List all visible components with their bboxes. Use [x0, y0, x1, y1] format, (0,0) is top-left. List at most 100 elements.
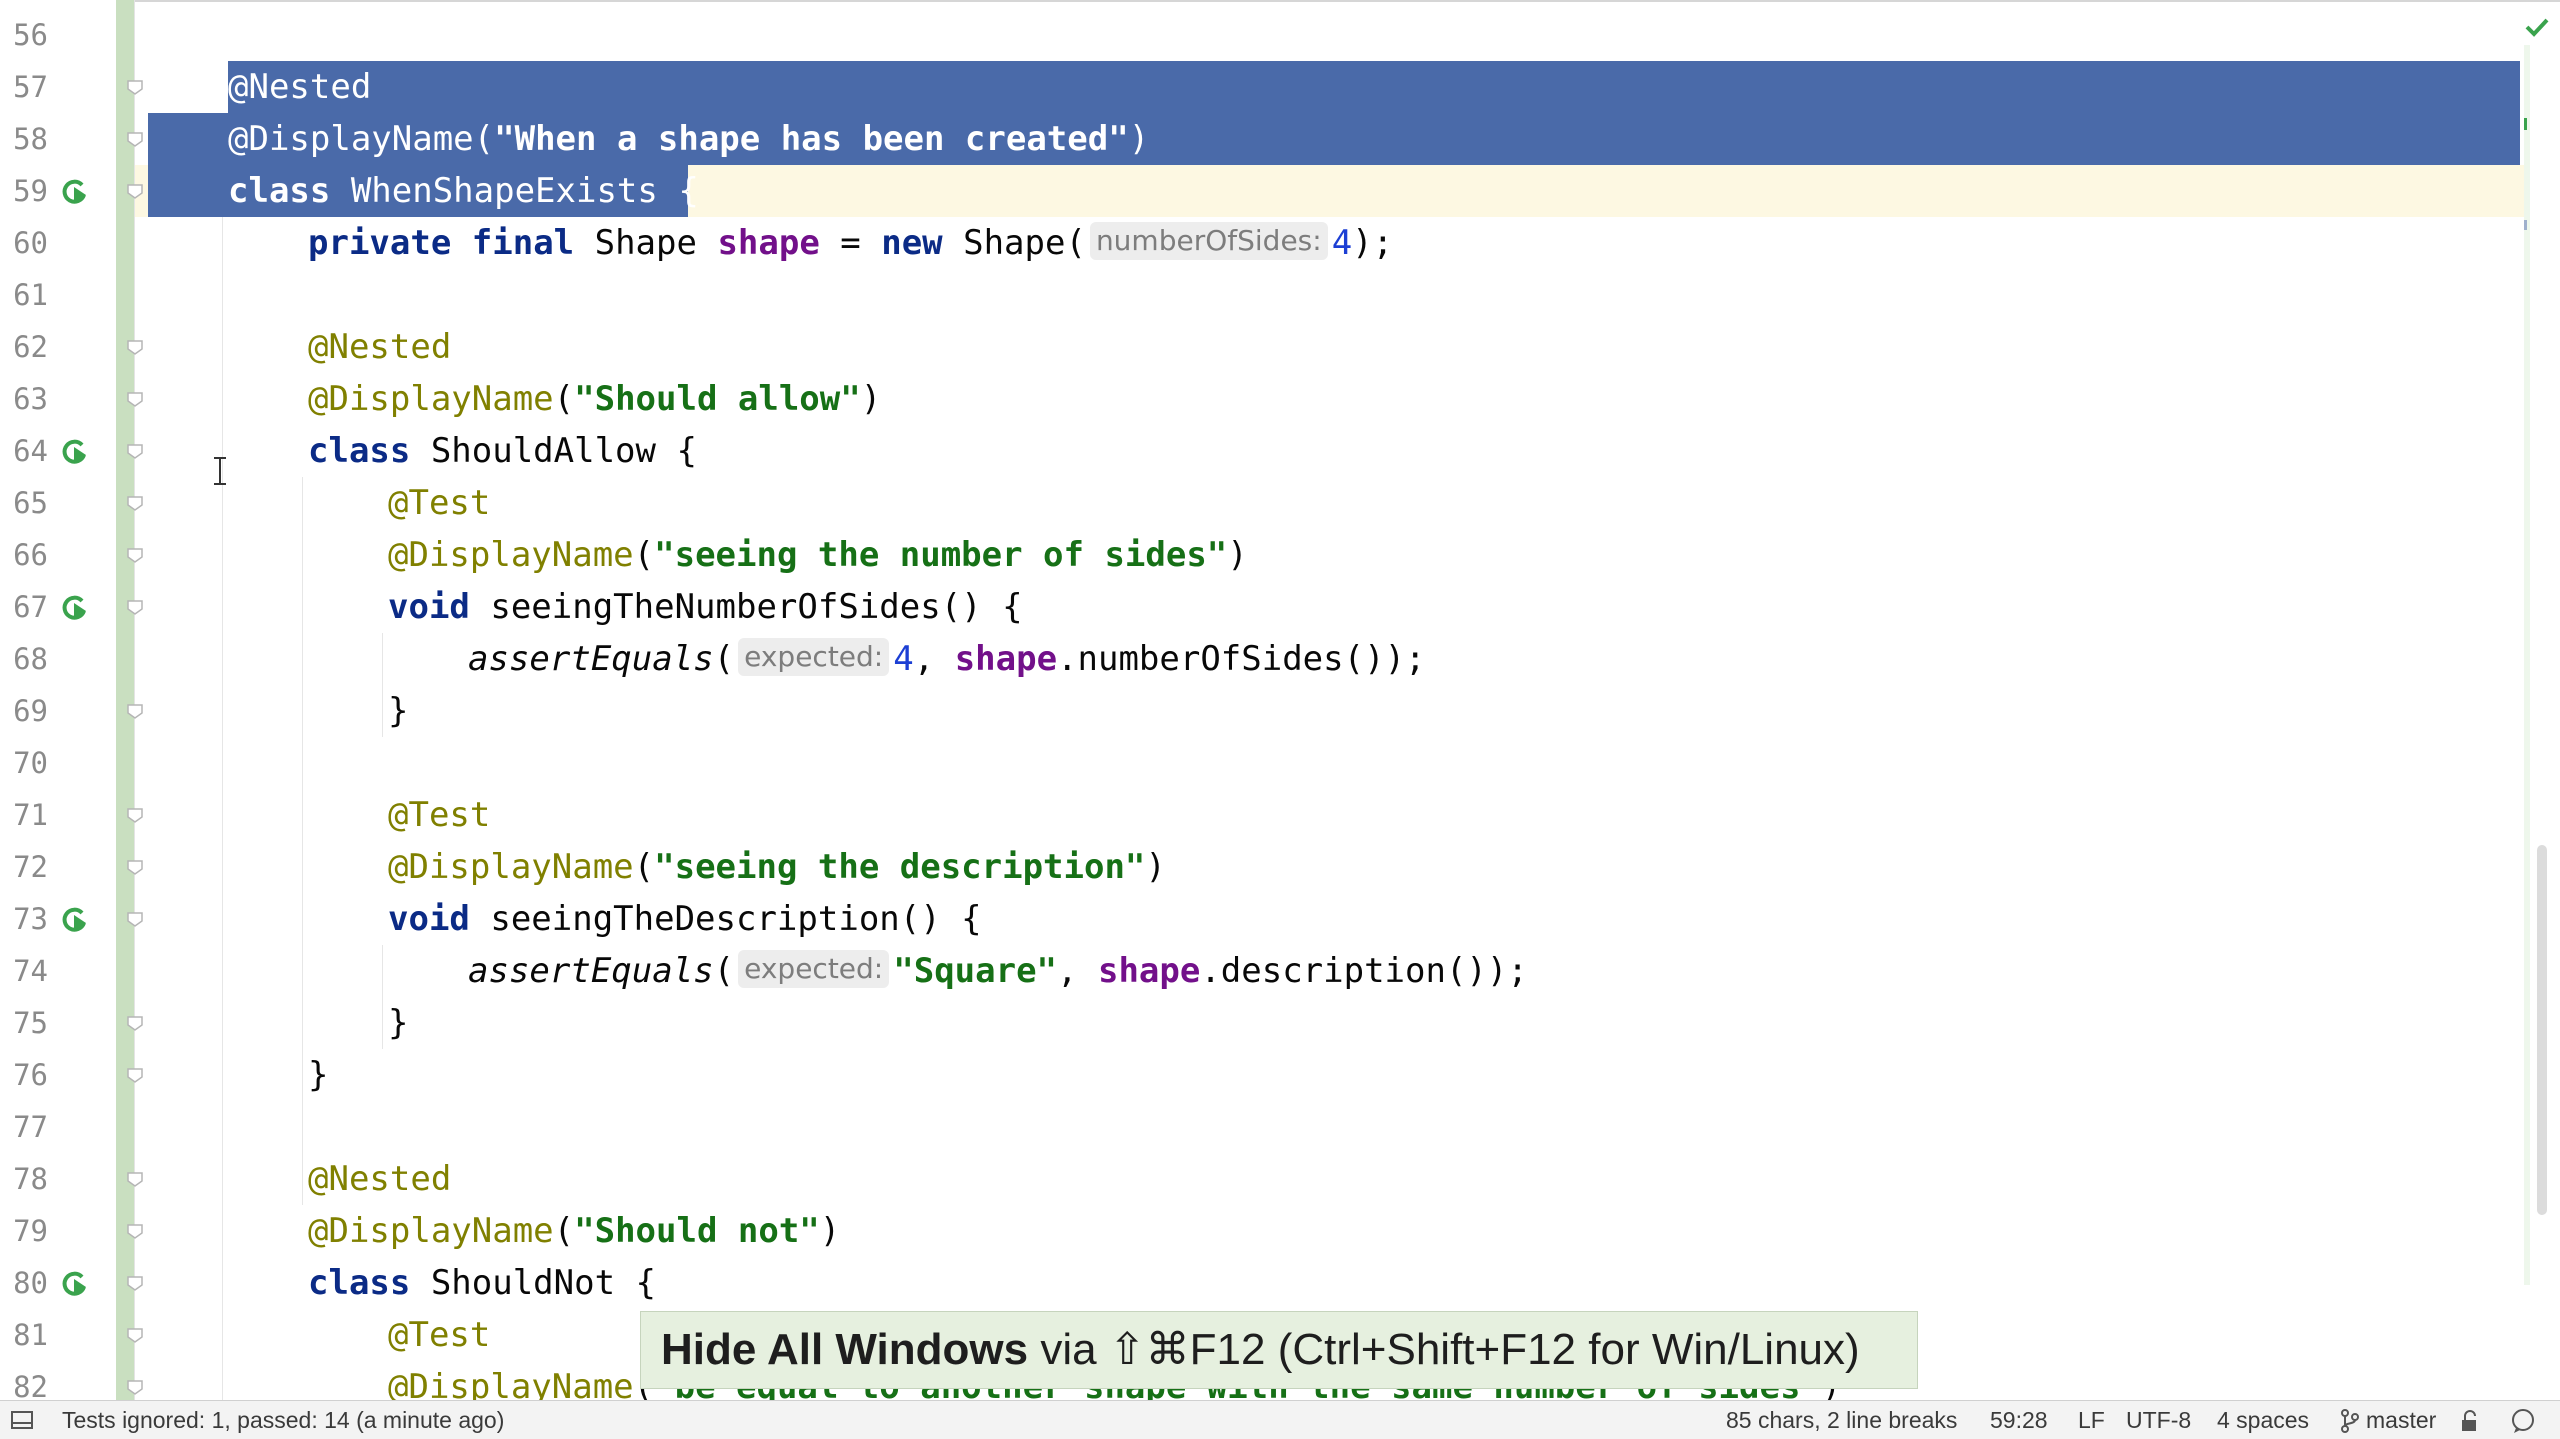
fold-marker-icon[interactable]	[126, 1015, 144, 1031]
code-text[interactable]: void seeingTheDescription() {	[388, 893, 982, 945]
line-number[interactable]: 61	[13, 278, 48, 312]
code-line[interactable]: 61	[0, 269, 2560, 321]
code-line[interactable]: 78 @Nested	[0, 1153, 2560, 1205]
code-text[interactable]: class ShouldAllow {	[308, 425, 697, 477]
fold-marker-icon[interactable]	[126, 1223, 144, 1239]
fold-marker-icon[interactable]	[126, 1379, 144, 1395]
code-text[interactable]: assertEquals(expected:"Square", shape.de…	[468, 945, 1528, 997]
vertical-scrollbar[interactable]	[2537, 845, 2547, 1215]
fold-marker-icon[interactable]	[126, 183, 144, 199]
code-text[interactable]: @DisplayName("When a shape has been crea…	[228, 113, 1149, 165]
code-text[interactable]: private final Shape shape = new Shape(nu…	[308, 217, 1393, 269]
code-line[interactable]: 74 assertEquals(expected:"Square", shape.…	[0, 945, 2560, 997]
line-number[interactable]: 70	[13, 746, 48, 780]
code-text[interactable]: @DisplayName("Should allow")	[308, 373, 881, 425]
fold-marker-icon[interactable]	[126, 911, 144, 927]
code-line[interactable]: 77	[0, 1101, 2560, 1153]
line-number[interactable]: 77	[13, 1110, 48, 1144]
error-stripe-mark[interactable]	[2524, 220, 2527, 230]
code-line[interactable]: 79@DisplayName("Should not")	[0, 1205, 2560, 1257]
code-text[interactable]: }	[308, 1049, 328, 1101]
git-branch-icon[interactable]	[2340, 1409, 2360, 1433]
fold-marker-icon[interactable]	[126, 1067, 144, 1083]
line-number[interactable]: 63	[13, 382, 48, 416]
fold-marker-icon[interactable]	[126, 495, 144, 511]
fold-marker-icon[interactable]	[126, 807, 144, 823]
line-number[interactable]: 74	[13, 954, 48, 988]
fold-marker-icon[interactable]	[126, 859, 144, 875]
code-line[interactable]: 62 @Nested	[0, 321, 2560, 373]
run-test-icon[interactable]	[60, 593, 90, 623]
fold-marker-icon[interactable]	[126, 1171, 144, 1187]
line-number[interactable]: 75	[13, 1006, 48, 1040]
fold-marker-icon[interactable]	[126, 703, 144, 719]
code-text[interactable]: @Nested	[228, 61, 371, 113]
code-line[interactable]: 66@DisplayName("seeing the number of sid…	[0, 529, 2560, 581]
fold-marker-icon[interactable]	[126, 79, 144, 95]
code-line[interactable]: 76}	[0, 1049, 2560, 1101]
code-text[interactable]: @DisplayName("seeing the number of sides…	[388, 529, 1248, 581]
code-line[interactable]: 60 private final Shape shape = new Shape(…	[0, 217, 2560, 269]
error-stripe[interactable]	[2524, 45, 2530, 1285]
code-line[interactable]: 75}	[0, 997, 2560, 1049]
line-number[interactable]: 57	[13, 70, 48, 104]
code-text[interactable]: void seeingTheNumberOfSides() {	[388, 581, 1023, 633]
indent-setting[interactable]: 4 spaces	[2217, 1407, 2310, 1433]
line-number[interactable]: 82	[13, 1370, 48, 1400]
tests-status-text[interactable]: Tests ignored: 1, passed: 14 (a minute a…	[62, 1407, 505, 1433]
run-test-icon[interactable]	[60, 177, 90, 207]
line-number[interactable]: 58	[13, 122, 48, 156]
fold-marker-icon[interactable]	[126, 599, 144, 615]
code-text[interactable]: @DisplayName("seeing the description")	[388, 841, 1166, 893]
error-stripe-mark[interactable]	[2524, 118, 2527, 130]
fold-marker-icon[interactable]	[126, 1275, 144, 1291]
line-number[interactable]: 69	[13, 694, 48, 728]
code-line[interactable]: 71@Test	[0, 789, 2560, 841]
code-line[interactable]: 58 @DisplayName("When a shape has been cr…	[0, 113, 2560, 165]
run-test-icon[interactable]	[60, 437, 90, 467]
line-number[interactable]: 62	[13, 330, 48, 364]
line-number[interactable]: 78	[13, 1162, 48, 1196]
line-number[interactable]: 76	[13, 1058, 48, 1092]
line-number[interactable]: 60	[13, 226, 48, 260]
line-number[interactable]: 72	[13, 850, 48, 884]
code-text[interactable]: class WhenShapeExists {	[228, 165, 699, 217]
lock-icon[interactable]	[2460, 1409, 2482, 1433]
code-line[interactable]: 72 @DisplayName("seeing the description")	[0, 841, 2560, 893]
code-line[interactable]: 69}	[0, 685, 2560, 737]
code-line[interactable]: 57 @Nested	[0, 61, 2560, 113]
code-text[interactable]: @Test	[388, 789, 490, 841]
code-text[interactable]: @Nested	[308, 1153, 451, 1205]
vcs-branch[interactable]: master	[2366, 1407, 2437, 1433]
fold-marker-icon[interactable]	[126, 547, 144, 563]
line-number[interactable]: 67	[13, 590, 48, 624]
checkmark-icon[interactable]	[2522, 12, 2552, 42]
code-text[interactable]: @DisplayName("Should not")	[308, 1205, 840, 1257]
fold-marker-icon[interactable]	[126, 131, 144, 147]
run-test-icon[interactable]	[60, 1269, 90, 1299]
line-number[interactable]: 73	[13, 902, 48, 936]
code-text[interactable]: @Test	[388, 477, 490, 529]
code-line[interactable]: 65 @Test	[0, 477, 2560, 529]
code-text[interactable]: assertEquals(expected:4, shape.numberOfS…	[468, 633, 1426, 685]
line-number[interactable]: 80	[13, 1266, 48, 1300]
caret-position[interactable]: 59:28	[1990, 1407, 2048, 1433]
code-line[interactable]: 67 void seeingTheNumberOfSides() {	[0, 581, 2560, 633]
line-number[interactable]: 65	[13, 486, 48, 520]
code-line[interactable]: 56	[0, 9, 2560, 61]
line-number-gutter[interactable]	[0, 0, 116, 1400]
code-line[interactable]: 68 assertEquals(expected:4, shape.numberO…	[0, 633, 2560, 685]
run-test-icon[interactable]	[60, 905, 90, 935]
code-text[interactable]: @Nested	[308, 321, 451, 373]
selection-info[interactable]: 85 chars, 2 line breaks	[1726, 1407, 1958, 1433]
code-line[interactable]: 73 void seeingTheDescription() {	[0, 893, 2560, 945]
fold-marker-icon[interactable]	[126, 1327, 144, 1343]
line-separator[interactable]: LF	[2078, 1407, 2105, 1433]
fold-marker-icon[interactable]	[126, 339, 144, 355]
line-number[interactable]: 56	[13, 18, 48, 52]
line-number[interactable]: 68	[13, 642, 48, 676]
code-text[interactable]: }	[388, 685, 408, 737]
